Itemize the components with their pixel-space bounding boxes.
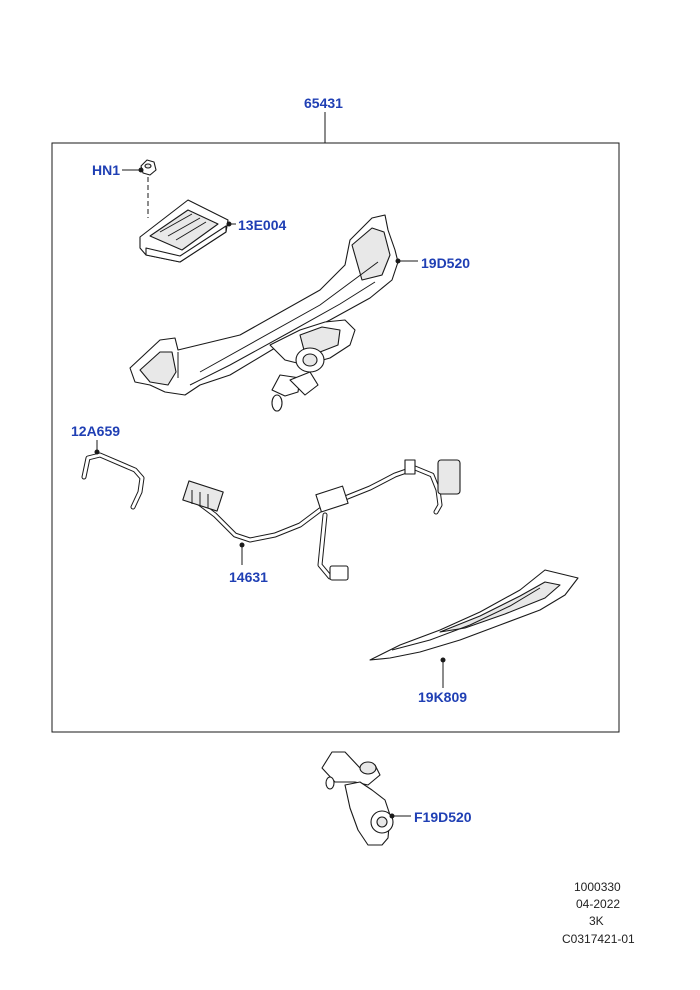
callout-bumper-cover[interactable]: 19K809 [418,689,468,705]
footer-date: 04-2022 [576,897,621,911]
bracket-part [81,440,145,510]
assembly-number-label[interactable]: 65431 [304,95,343,111]
callout-control-module[interactable]: 13E004 [238,217,287,233]
callout-tow-ball[interactable]: F19D520 [414,809,472,825]
callout-tow-bar[interactable]: 19D520 [421,255,471,271]
callout-bracket[interactable]: 12A659 [71,423,121,439]
callout-wiring-harness[interactable]: 14631 [229,569,268,585]
footer-reference-number: 1000330 [574,880,621,894]
callout-hn1[interactable]: HN1 [92,162,121,178]
wiring-harness-part [182,459,461,581]
assembly-frame [51,142,620,733]
control-module-part [139,199,236,263]
tow-bar-part [129,214,418,412]
tow-ball-part [321,751,411,846]
bumper-cover-part [369,569,579,688]
nut-part [122,159,157,218]
footer-code: 3K [589,914,604,928]
footer-illustration-id: C0317421-01 [562,932,635,946]
